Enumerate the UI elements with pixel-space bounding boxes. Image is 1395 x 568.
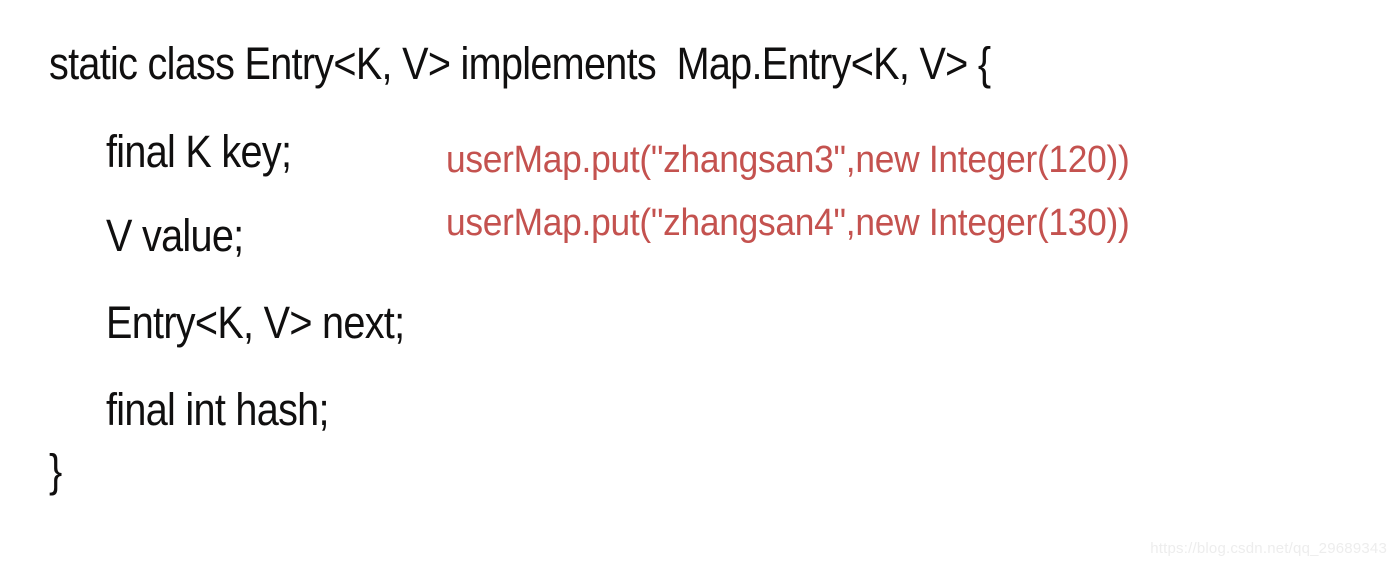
code-line-class-declaration: static class Entry<K, V> implements Map.… xyxy=(49,38,991,89)
code-line-field-hash: final int hash; xyxy=(106,384,329,435)
code-line-closing-brace: } xyxy=(49,445,62,496)
code-line-field-value: V value; xyxy=(106,210,244,261)
code-line-field-next: Entry<K, V> next; xyxy=(106,297,405,348)
code-line-field-key: final K key; xyxy=(106,126,292,177)
annotation-line-put-zhangsan4: userMap.put("zhangsan4",new Integer(130)… xyxy=(446,202,1130,244)
csdn-watermark: https://blog.csdn.net/qq_29689343 xyxy=(1150,540,1387,557)
annotation-line-put-zhangsan3: userMap.put("zhangsan3",new Integer(120)… xyxy=(446,139,1130,181)
